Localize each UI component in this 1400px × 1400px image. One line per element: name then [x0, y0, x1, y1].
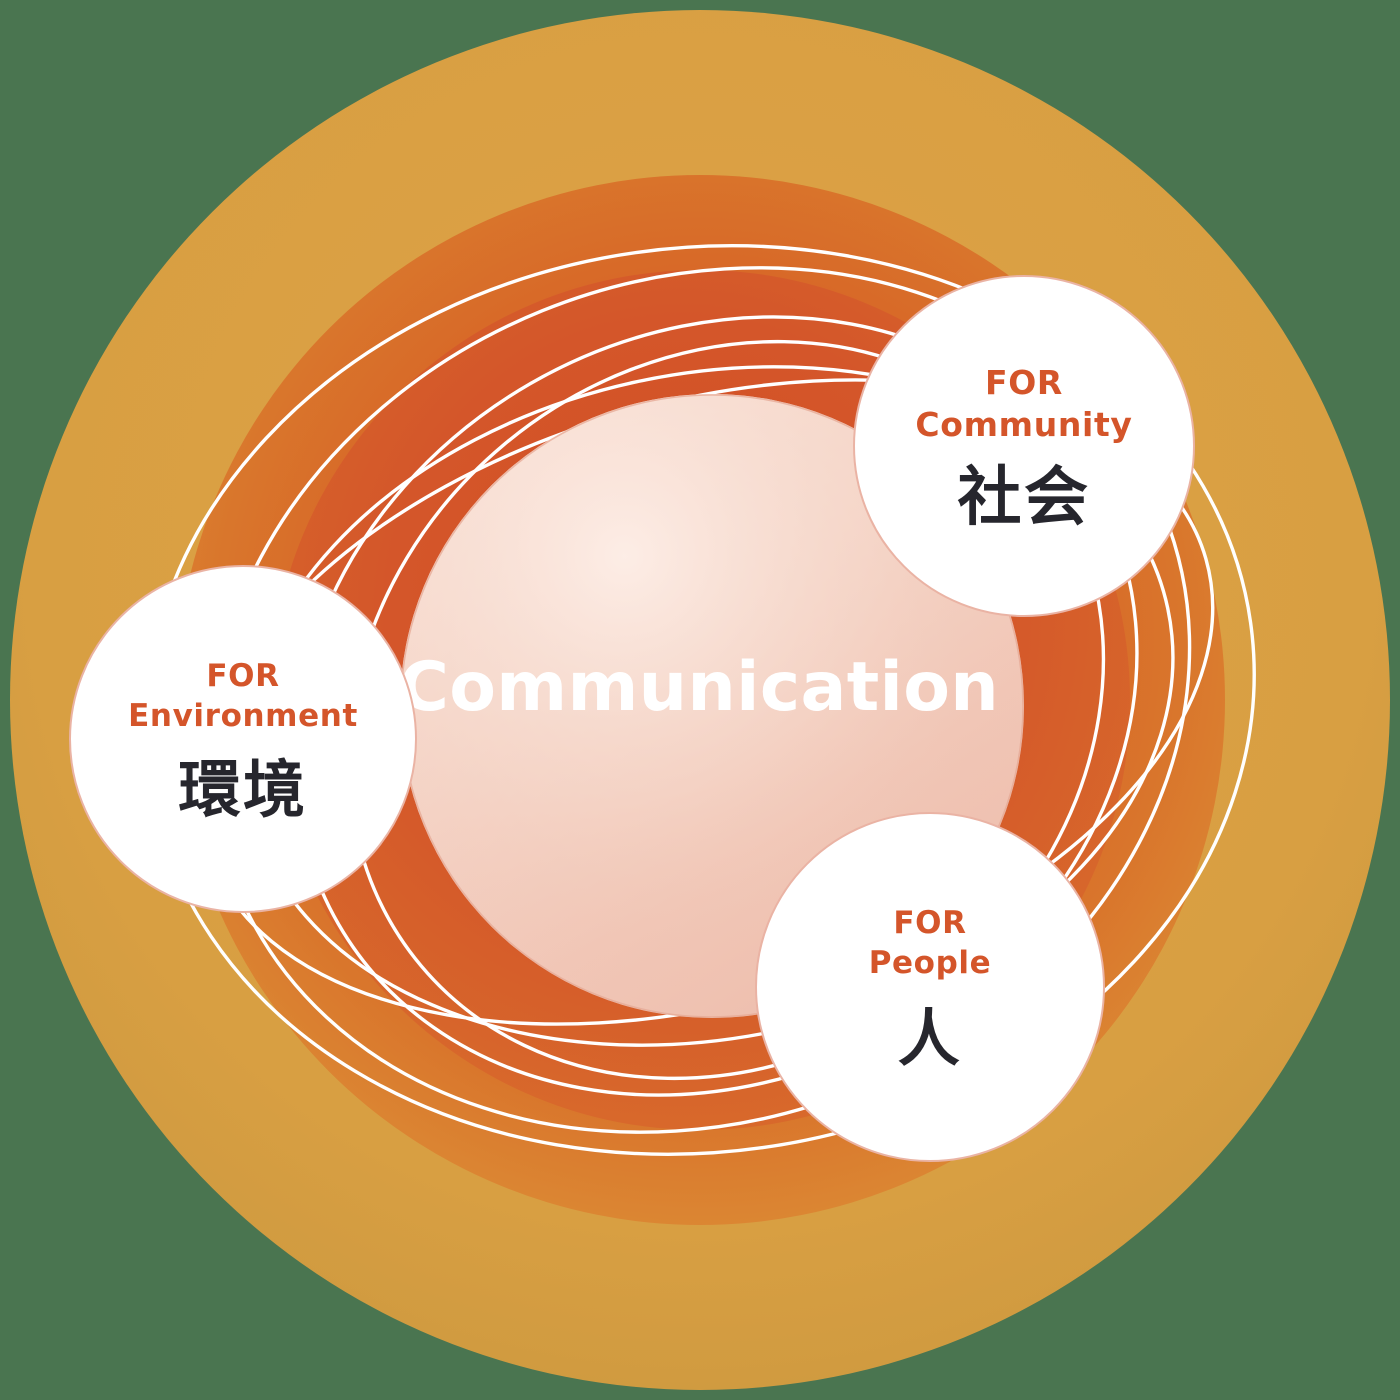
- bubble-environment[interactable]: FOR Environment 環境: [69, 565, 417, 913]
- bubble-people-eyebrow: FOR People: [868, 905, 992, 981]
- bubble-community[interactable]: FOR Community 社会: [853, 275, 1195, 617]
- bubble-environment-kanji: 環境: [178, 752, 308, 826]
- bubble-community-kanji: 社会: [957, 461, 1091, 536]
- bubble-environment-eyebrow: FOR Environment: [128, 658, 358, 734]
- bubble-community-eyebrow: FOR Community: [915, 362, 1133, 444]
- bubble-people[interactable]: FOR People 人: [755, 812, 1105, 1162]
- bubble-people-kanji: 人: [897, 1001, 963, 1075]
